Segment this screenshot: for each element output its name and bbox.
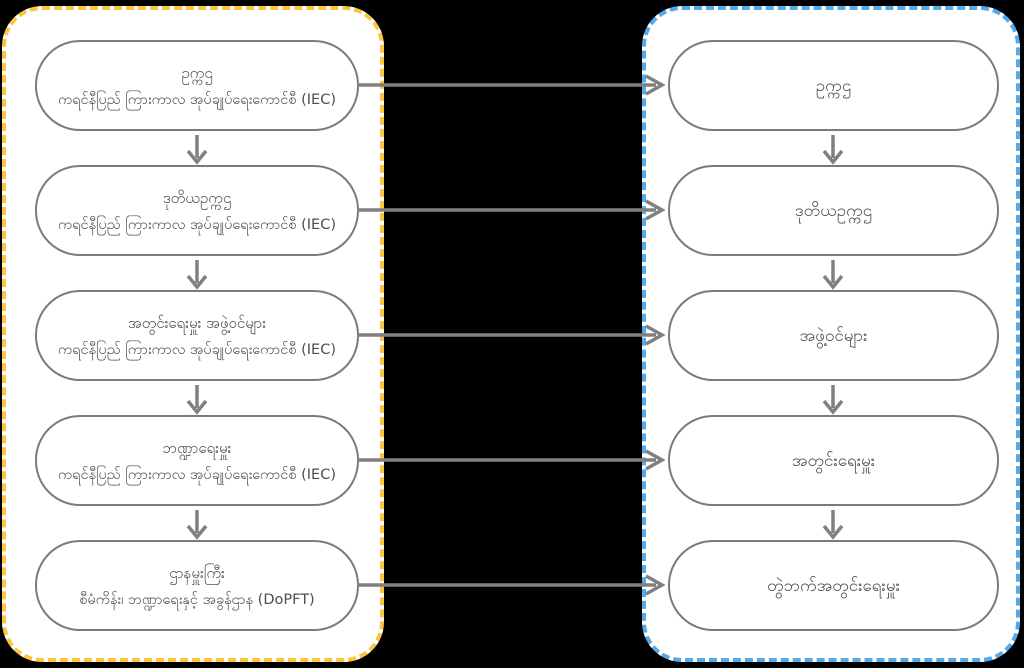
box-title: ဒုတိယဥက္ကဌ (162, 188, 232, 207)
left-box-treasurer: ဘဏ္ဍာရေးမှူး ကရင်နီပြည် ကြားကာလ အုပ်ချုပ… (35, 415, 359, 506)
box-title: အတွင်းရေးမှူး (791, 450, 876, 471)
left-box-chairman: ဥက္ကဌ ကရင်နီပြည် ကြားကာလ အုပ်ချုပ်ရေးကော… (35, 40, 359, 131)
arrow-left-to-right-3 (357, 326, 662, 344)
box-title: ဥက္ကဌ (815, 75, 852, 96)
box-subtitle: ကရင်နီပြည် ကြားကာလ အုပ်ချုပ်ရေးကောင်စီ (… (58, 216, 336, 233)
box-title: အတွင်းရေးမှူး အဖွဲ့ဝင်များ (127, 313, 267, 332)
arrow-left-to-right-5 (357, 576, 662, 594)
arrow-left-to-right-2 (357, 201, 662, 219)
right-box-members: အဖွဲ့ဝင်များ (668, 290, 999, 381)
box-subtitle: စီမံကိန်း၊ ဘဏ္ဍာရေးနှင့် အခွန်ဌာန (DoPFT… (79, 591, 315, 608)
box-subtitle: ကရင်နီပြည် ကြားကာလ အုပ်ချုပ်ရေးကောင်စီ (… (58, 91, 336, 108)
right-box-chairman: ဥက္ကဌ (668, 40, 999, 131)
box-title: ဒုတိယဥက္ကဌ (794, 200, 873, 221)
right-box-secretary: အတွင်းရေးမှူး (668, 415, 999, 506)
box-title: ဌာနမှူးကြီး (169, 563, 225, 582)
left-box-secretary-members: အတွင်းရေးမှူး အဖွဲ့ဝင်များ ကရင်နီပြည် ကြ… (35, 290, 359, 381)
arrow-left-to-right-1 (357, 76, 662, 94)
box-subtitle: ကရင်နီပြည် ကြားကာလ အုပ်ချုပ်ရေးကောင်စီ (… (58, 466, 336, 483)
box-title: တွဲဘက်အတွင်းရေးမှူး (767, 575, 900, 596)
left-box-vice-chairman: ဒုတိယဥက္ကဌ ကရင်နီပြည် ကြားကာလ အုပ်ချုပ်ရ… (35, 165, 359, 256)
right-box-joint-secretary: တွဲဘက်အတွင်းရေးမှူး (668, 540, 999, 631)
left-box-department-head: ဌာနမှူးကြီး စီမံကိန်း၊ ဘဏ္ဍာရေးနှင့် အခွ… (35, 540, 359, 631)
right-box-vice-chairman: ဒုတိယဥက္ကဌ (668, 165, 999, 256)
box-title: အဖွဲ့ဝင်များ (799, 325, 868, 346)
box-subtitle: ကရင်နီပြည် ကြားကာလ အုပ်ချုပ်ရေးကောင်စီ (… (58, 341, 336, 358)
box-title: ဥက္ကဌ (181, 63, 213, 82)
box-title: ဘဏ္ဍာရေးမှူး (162, 438, 232, 457)
arrow-left-to-right-4 (357, 451, 662, 469)
